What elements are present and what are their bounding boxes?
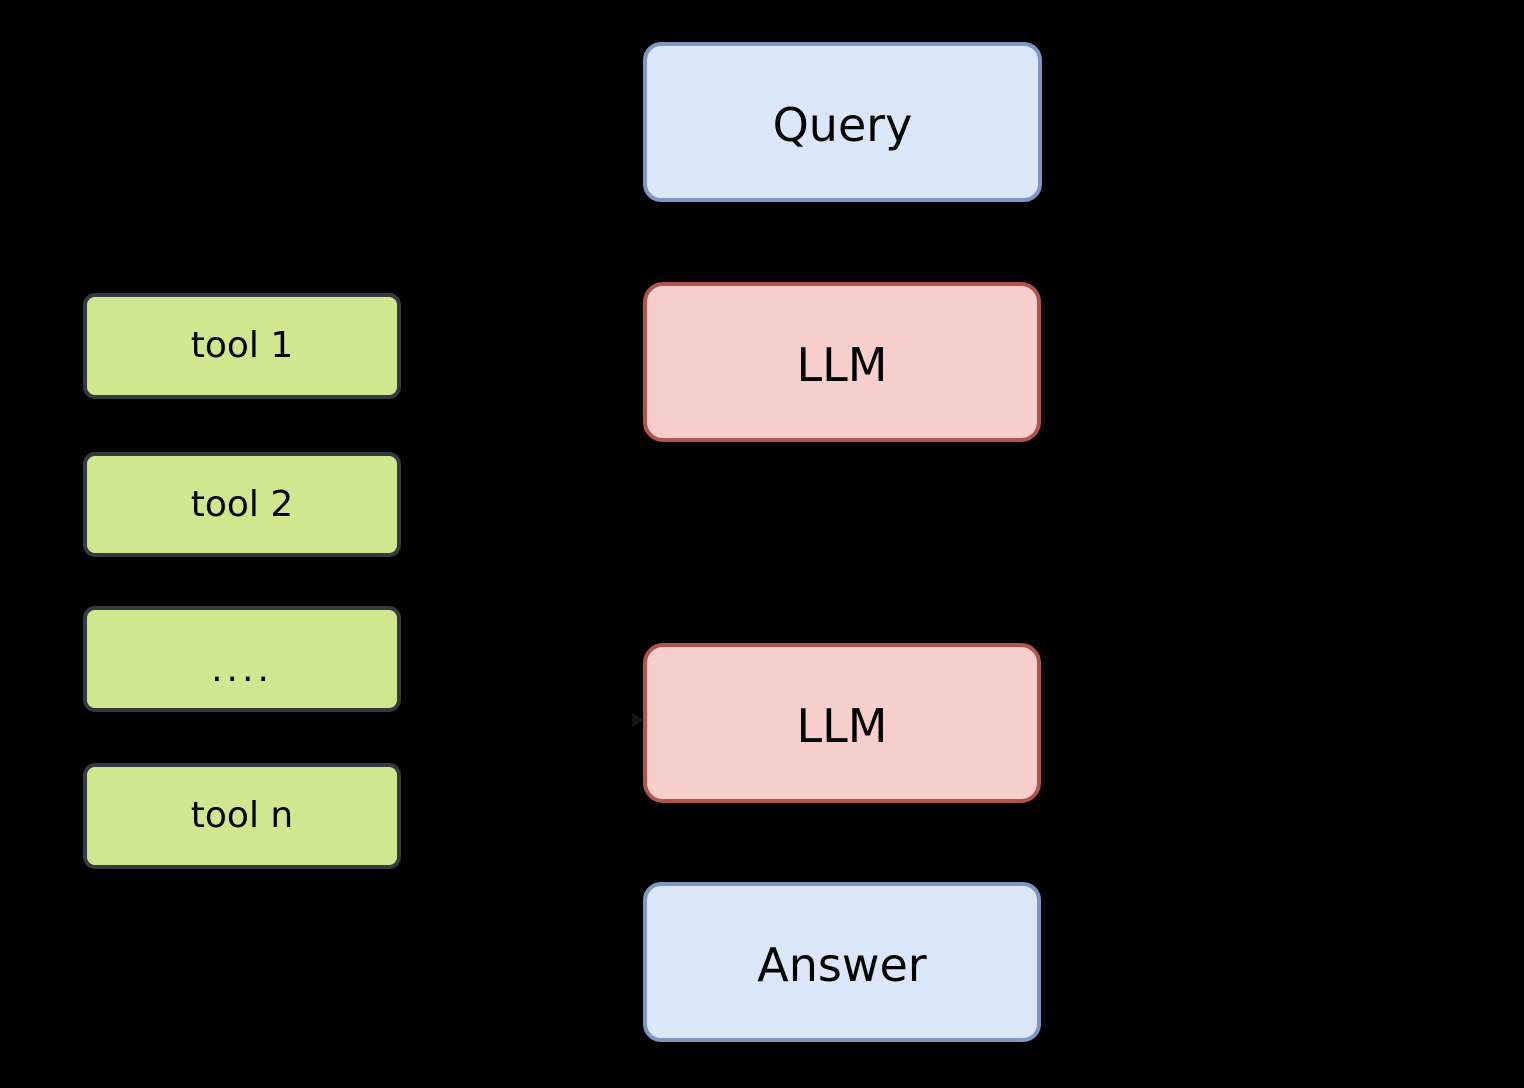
node-tool-ellipsis: .... [83,606,401,712]
node-answer: Answer [643,882,1041,1042]
node-query-label: Query [772,97,913,152]
node-llm-bottom: LLM [643,643,1041,803]
node-tool-n: tool n [83,763,401,869]
node-tool-1: tool 1 [83,293,401,399]
arrowhead-tip-icon [632,713,644,727]
node-llm-bottom-label: LLM [796,698,888,753]
node-tool-ellipsis-label: .... [211,649,273,691]
node-tool-2: tool 2 [83,452,401,557]
node-tool-1-label: tool 1 [190,325,294,367]
node-tool-n-label: tool n [190,795,294,837]
node-query: Query [643,42,1042,202]
node-llm-top-label: LLM [796,337,888,392]
node-llm-top: LLM [643,282,1041,442]
node-tool-2-label: tool 2 [190,483,294,525]
node-answer-label: Answer [757,937,927,992]
